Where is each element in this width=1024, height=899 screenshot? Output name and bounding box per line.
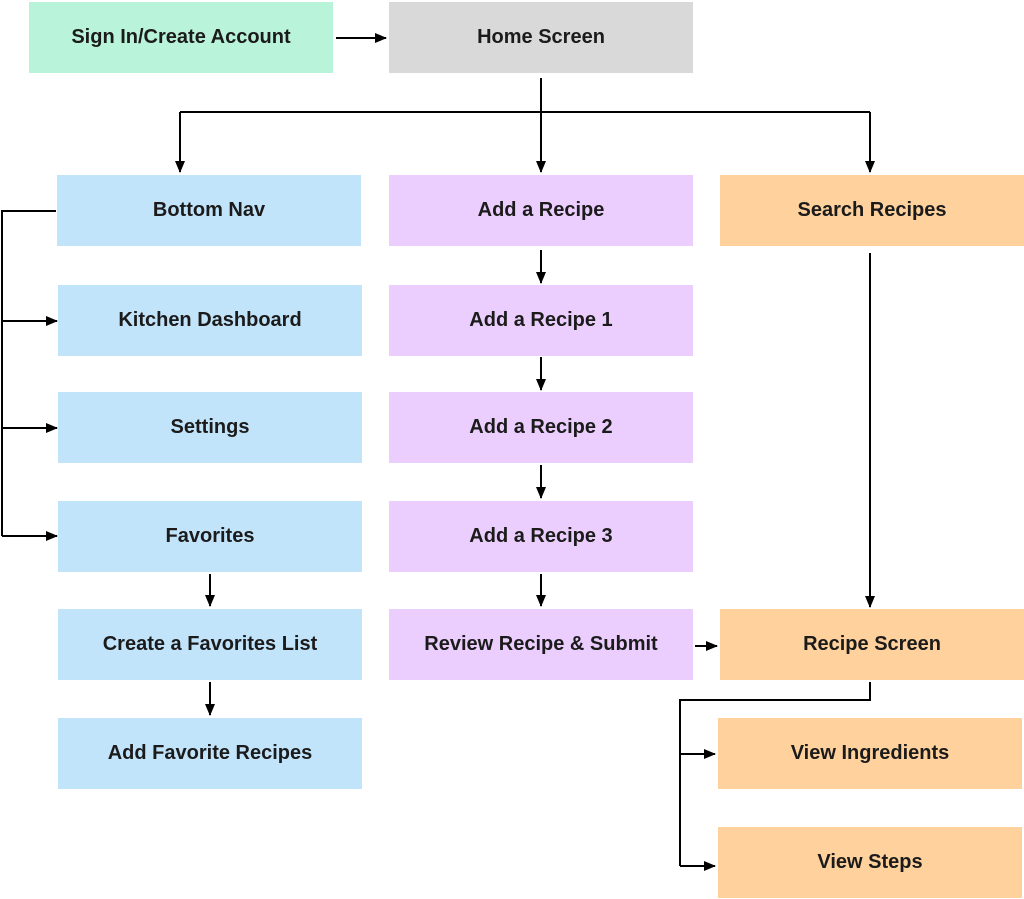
node-home-screen: Home Screen [389, 2, 693, 73]
node-sign-in: Sign In/Create Account [29, 2, 333, 73]
node-label: Add Favorite Recipes [107, 742, 313, 764]
node-label: Add a Recipe [477, 199, 605, 221]
node-add-recipe-1: Add a Recipe 1 [389, 285, 693, 356]
node-view-ingredients: View Ingredients [718, 718, 1022, 789]
node-kitchen-dashboard: Kitchen Dashboard [58, 285, 362, 356]
node-add-recipe-2: Add a Recipe 2 [389, 392, 693, 463]
node-label: Search Recipes [797, 199, 947, 221]
node-add-favorite-recipes: Add Favorite Recipes [58, 718, 362, 789]
node-label: Review Recipe & Submit [424, 633, 658, 655]
node-search-recipes: Search Recipes [720, 175, 1024, 246]
node-label: Home Screen [477, 26, 605, 48]
node-label: Kitchen Dashboard [118, 309, 302, 331]
node-label: Favorites [165, 525, 255, 547]
node-bottom-nav: Bottom Nav [57, 175, 361, 246]
edge-bottom-nav-bracket [1, 210, 56, 536]
node-label: Add a Recipe 2 [469, 416, 613, 438]
node-label: Add a Recipe 3 [469, 525, 613, 547]
node-recipe-screen: Recipe Screen [720, 609, 1024, 680]
node-label: Add a Recipe 1 [469, 309, 613, 331]
node-label: Settings [170, 416, 250, 438]
node-settings: Settings [58, 392, 362, 463]
edge-recipe-screen-bracket [679, 682, 871, 866]
node-review-submit: Review Recipe & Submit [389, 609, 693, 680]
node-label: Create a Favorites List [102, 633, 318, 655]
node-label: View Ingredients [790, 742, 950, 764]
node-view-steps: View Steps [718, 827, 1022, 898]
node-label: Recipe Screen [803, 633, 941, 655]
node-label: View Steps [817, 851, 923, 873]
node-label: Sign In/Create Account [71, 26, 291, 48]
node-label: Bottom Nav [152, 199, 266, 221]
node-add-recipe: Add a Recipe [389, 175, 693, 246]
node-favorites: Favorites [58, 501, 362, 572]
node-create-favorites-list: Create a Favorites List [58, 609, 362, 680]
node-add-recipe-3: Add a Recipe 3 [389, 501, 693, 572]
